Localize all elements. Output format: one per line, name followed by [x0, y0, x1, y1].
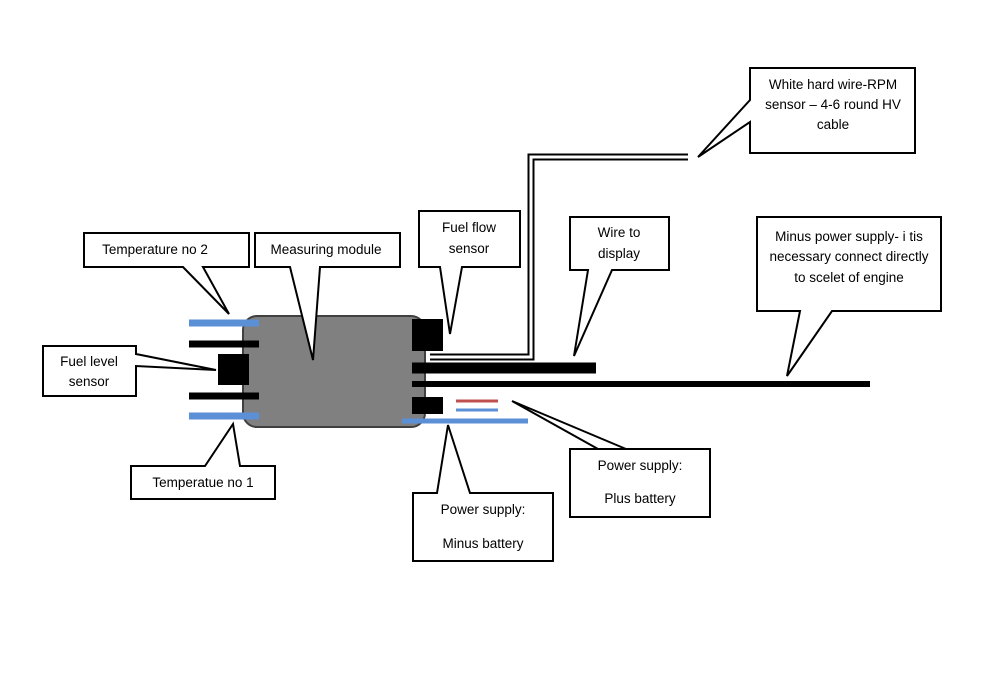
plus-battery-label-3: Plus battery [604, 491, 676, 506]
callout-rpm-sensor-shape [697, 67, 916, 158]
rpm-wire-inner [430, 155, 688, 359]
rpm-sensor-label-2: sensor – 4-6 round HV [765, 97, 901, 112]
fuel-flow-connector [412, 319, 443, 351]
rpm-sensor-label-1: White hard wire-RPM [769, 77, 897, 92]
callout-minus-battery-shape [412, 424, 554, 562]
callout-temp2-shape [83, 232, 250, 315]
fuel-flow-label-2: sensor [449, 241, 490, 256]
measuring-module-label: Measuring module [270, 242, 381, 257]
temp2-label: Temperature no 2 [102, 242, 208, 257]
hardware [189, 153, 870, 428]
callout-fuel-flow-shape [418, 210, 521, 335]
callout-temp2: Temperature no 2 [83, 232, 250, 315]
measuring-module-body [242, 315, 426, 428]
wire-display-label-1: Wire to [598, 225, 641, 240]
rpm-sensor-label-3: cable [817, 117, 849, 132]
temp1-label: Temperatue no 1 [152, 475, 253, 490]
callout-wire-display: Wire to display [569, 216, 670, 357]
callout-minus-supply-shape [756, 216, 942, 377]
fuel-level-label-2: sensor [69, 374, 110, 389]
callout-plus-battery: Power supply: Plus battery [511, 400, 711, 518]
fuel-level-connector [218, 354, 249, 385]
callout-measuring-module: Measuring module [254, 232, 401, 361]
callout-temp1: Temperatue no 1 [130, 421, 276, 500]
callout-fuel-flow: Fuel flow sensor [418, 210, 521, 335]
wire-display-label-2: display [598, 246, 640, 261]
callout-minus-battery: Power supply: Minus battery [412, 424, 554, 562]
callout-wire-display-shape [569, 216, 670, 357]
minus-supply-label-2: necessary connect directly [769, 249, 928, 264]
callout-rpm-sensor: White hard wire-RPM sensor – 4-6 round H… [697, 67, 916, 158]
callout-fuel-level: Fuel level sensor [42, 345, 217, 397]
callout-measuring-module-shape [254, 232, 401, 361]
minus-battery-label-3: Minus battery [442, 536, 523, 551]
callout-temp1-shape [130, 421, 276, 500]
callout-plus-battery-shape [511, 400, 711, 518]
minus-battery-label-1: Power supply: [441, 502, 526, 517]
callout-minus-supply: Minus power supply- i tis necessary conn… [756, 216, 942, 377]
fuel-flow-label-1: Fuel flow [442, 220, 496, 235]
power-connector [412, 397, 443, 414]
callout-fuel-level-shape [42, 345, 217, 397]
fuel-level-label-1: Fuel level [60, 354, 118, 369]
minus-supply-label-1: Minus power supply- i tis [775, 229, 923, 244]
minus-supply-label-3: to scelet of engine [794, 270, 904, 285]
plus-battery-label-1: Power supply: [598, 458, 683, 473]
